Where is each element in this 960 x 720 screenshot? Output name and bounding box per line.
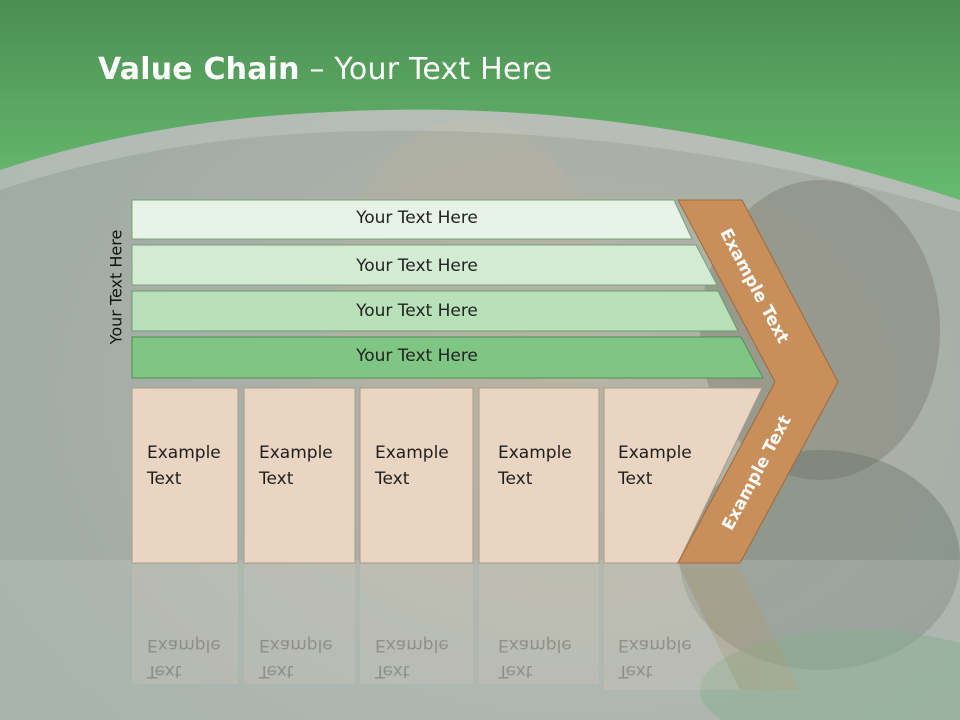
- column-2-line1: Example: [259, 443, 333, 463]
- column-1-line1: Example: [147, 443, 221, 463]
- column-label-4: Example Text: [498, 440, 572, 492]
- title-bold: Value Chain: [98, 52, 300, 87]
- column-5-line2: Text: [618, 469, 653, 489]
- column-label-3: Example Text: [375, 440, 449, 492]
- column-label-1: Example Text: [147, 440, 221, 492]
- column-label-5: Example Text: [618, 440, 692, 492]
- column-box-2: [243, 387, 356, 564]
- column-5-line1: Example: [618, 443, 692, 463]
- slide-title: Value Chain – Your Text Here: [98, 52, 552, 87]
- row-bar-3: [131, 290, 739, 332]
- column-4-line1: Example: [498, 443, 572, 463]
- column-4-line2: Text: [498, 469, 533, 489]
- row-bar-4: [131, 336, 764, 379]
- column-label-2: Example Text: [259, 440, 333, 492]
- chevron-arrow: [677, 199, 839, 564]
- row-label-2: Your Text Here: [356, 256, 478, 276]
- row-label-4: Your Text Here: [356, 346, 478, 366]
- title-rest: – Your Text Here: [299, 52, 553, 87]
- row-bar-1: [131, 199, 693, 240]
- row-label-1: Your Text Here: [356, 208, 478, 228]
- row-label-3: Your Text Here: [356, 301, 478, 321]
- column-box-4: [478, 387, 600, 564]
- row-bar-2: [131, 244, 718, 286]
- column-box-1: [131, 387, 239, 564]
- column-3-line1: Example: [375, 443, 449, 463]
- diagram-reflection: [132, 564, 800, 690]
- column-2-line2: Text: [259, 469, 294, 489]
- column-box-3: [359, 387, 474, 564]
- column-3-line2: Text: [375, 469, 410, 489]
- column-1-line2: Text: [147, 469, 182, 489]
